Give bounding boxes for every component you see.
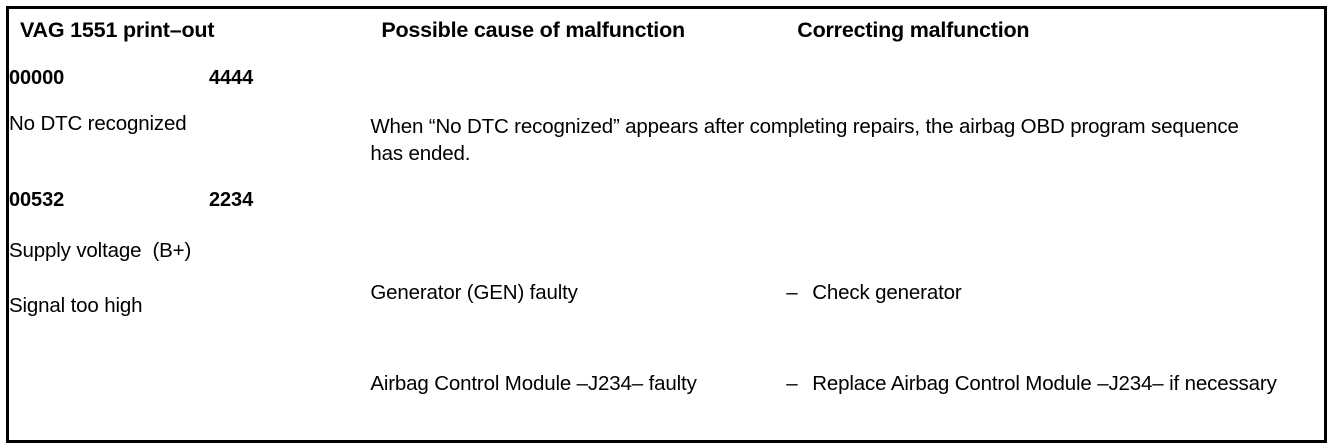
correction-item-1: –Check generator	[786, 280, 1322, 306]
table-header: VAG 1551 print–out Possible cause of mal…	[7, 7, 1326, 52]
table-body: 00000 4444 No DTC recognized When “No DTC…	[7, 52, 1326, 441]
merged-note-text-row1: When “No DTC recognized” appears after c…	[370, 115, 1239, 165]
cell-correction-row2: –Check generator –Replace Airbag Control…	[786, 173, 1326, 441]
dtc-alt-code-row2: 2234	[209, 189, 254, 211]
dtc-code-row1: 00000	[9, 67, 65, 89]
dtc-alt-code-row1: 4444	[209, 67, 254, 89]
correction-item-2: –Replace Airbag Control Module –J234– if…	[786, 371, 1322, 397]
header-cell-correction: Correcting malfunction	[786, 7, 1326, 52]
table-row: 00000 4444 No DTC recognized When “No DTC…	[7, 52, 1326, 173]
correction-item-1-text: Check generator	[812, 281, 962, 304]
bullet-dash-icon: –	[786, 372, 798, 395]
dtc-code-line-row2: 00532 2234	[9, 189, 370, 212]
table-row: 00532 2234 Supply voltage (B+) Signal too…	[7, 173, 1326, 441]
dtc-description-row1: No DTC recognized	[9, 112, 187, 135]
dtc-code-line-row1: 00000 4444	[9, 67, 370, 90]
header-label-cause: Possible cause of malfunction	[381, 18, 685, 42]
bullet-dash-icon: –	[786, 281, 798, 304]
cause-item-1: Generator (GEN) faulty	[370, 281, 578, 304]
cell-printout-row1: 00000 4444 No DTC recognized	[7, 52, 371, 173]
header-label-printout: VAG 1551 print–out	[20, 18, 215, 42]
dtc-code-row2: 00532	[9, 189, 65, 211]
dtc-description-line-1-row2: Supply voltage (B+)	[9, 239, 192, 262]
cause-item-2: Airbag Control Module –J234– faulty	[370, 372, 697, 395]
cell-printout-row2: 00532 2234 Supply voltage (B+) Signal too…	[7, 173, 371, 441]
cell-cause-row2: Generator (GEN) faulty Airbag Control Mo…	[370, 173, 787, 441]
table-header-row: VAG 1551 print–out Possible cause of mal…	[7, 7, 1326, 52]
dtc-table: VAG 1551 print–out Possible cause of mal…	[6, 6, 1327, 443]
dtc-description-line-2-row2: Signal too high	[9, 294, 143, 317]
cell-merged-note-row1: When “No DTC recognized” appears after c…	[370, 52, 1326, 173]
correction-item-2-text: Replace Airbag Control Module –J234– if …	[812, 372, 1277, 395]
header-cell-printout: VAG 1551 print–out	[7, 7, 371, 52]
header-cell-cause: Possible cause of malfunction	[370, 7, 787, 52]
header-label-correction: Correcting malfunction	[797, 18, 1030, 42]
